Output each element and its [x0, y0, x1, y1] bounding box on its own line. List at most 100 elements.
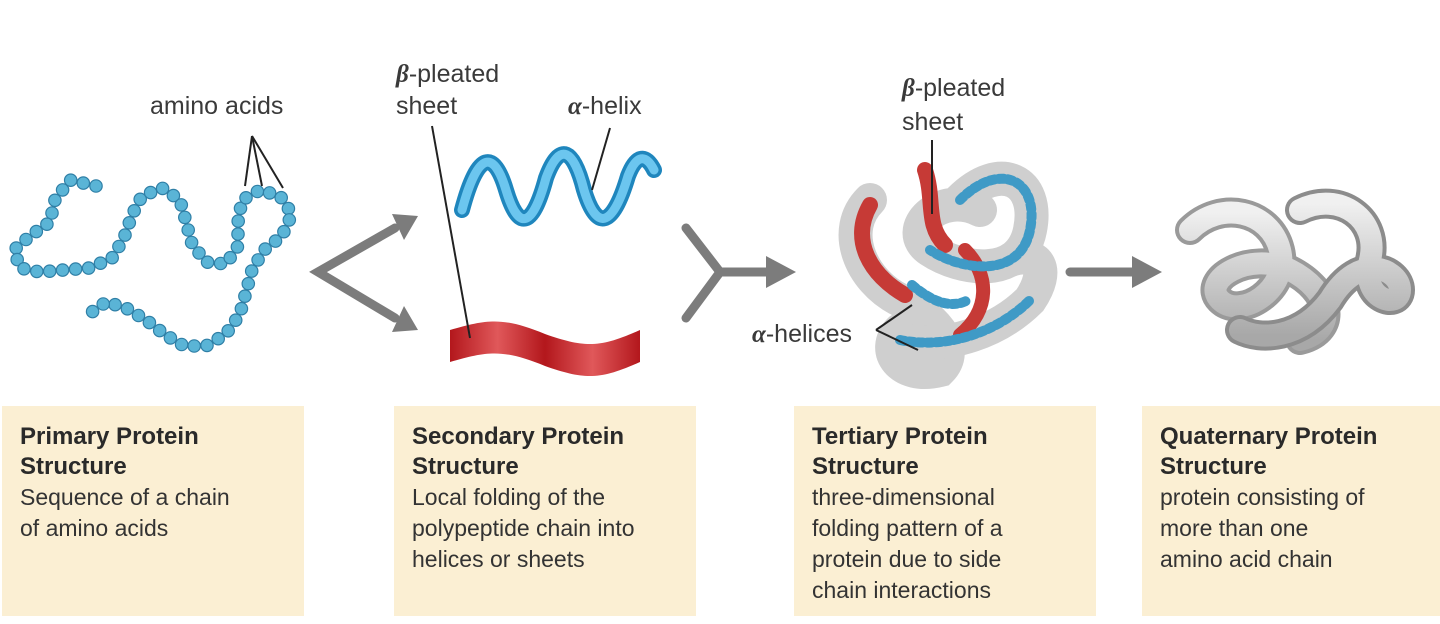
amino-acid-bead [118, 228, 132, 242]
tertiary-structure-card: Tertiary Protein Structure three-dimensi… [794, 406, 1096, 616]
amino-acid-bead [192, 246, 206, 260]
amino-acid-bead [76, 176, 91, 190]
card-desc-line: of amino acids [20, 515, 169, 541]
card-desc-line: Local folding of the [412, 484, 606, 510]
amino-acid-bead [251, 253, 265, 267]
amino-acid-bead [142, 315, 157, 330]
card-desc-line: Sequence of a chain [20, 484, 230, 510]
amino-acid-bead [68, 262, 83, 276]
amino-acid-bead [29, 264, 44, 279]
amino-acid-bead [274, 190, 288, 205]
amino-acids-pointer [244, 135, 284, 189]
card-title-line1: Quaternary Protein [1160, 423, 1378, 450]
amino-acid-bead [239, 191, 253, 205]
merge-arrow-icon [681, 223, 775, 323]
quaternary-structure-card: Quaternary Protein Structure protein con… [1142, 406, 1440, 616]
beta-pleated-label-secondary: β-pleated [395, 60, 499, 88]
amino-acid-bead [155, 181, 170, 196]
amino-acid-bead [244, 264, 259, 278]
amino-acid-bead [42, 264, 57, 278]
amino-acid-bead [105, 250, 119, 265]
amino-acid-bead [277, 224, 291, 239]
amino-acid-bead [234, 301, 249, 316]
beta-pleated-label-tertiary: β-pleated [901, 74, 1005, 102]
amino-acid-bead [200, 255, 215, 269]
amino-acids-label: amino acids [150, 92, 283, 120]
amino-acid-bead [241, 276, 256, 291]
amino-acid-bead [93, 256, 108, 270]
amino-acid-bead [250, 184, 265, 199]
amino-acid-bead [228, 313, 243, 327]
amino-acid-bead [233, 201, 248, 216]
card-desc-line: polypeptide chain into [412, 515, 635, 541]
beta-sheet-ribbon [450, 321, 640, 377]
amino-acid-bead [19, 232, 33, 247]
primary-structure-card: Primary Protein Structure Sequence of a … [2, 406, 304, 616]
tertiary-pointers [875, 140, 933, 351]
amino-acid-bead [174, 198, 189, 212]
amino-acid-bead [122, 216, 137, 230]
amino-acid-bead [211, 331, 225, 346]
secondary-structure-card: Secondary Protein Structure Local foldin… [394, 406, 696, 616]
amino-acid-bead [184, 235, 199, 250]
amino-acid-bead [238, 289, 252, 303]
amino-acid-bead [29, 224, 44, 239]
amino-acid-bead [163, 331, 178, 345]
split-arrow-icon [309, 223, 400, 323]
amino-acid-bead [268, 234, 283, 248]
card-desc-line: amino acid chain [1160, 546, 1333, 572]
amino-acid-bead [112, 239, 126, 254]
amino-acid-bead [127, 204, 141, 218]
amino-acid-bead [55, 183, 70, 197]
amino-acid-bead [9, 241, 24, 255]
right-arrow-icon [1065, 256, 1162, 288]
card-desc-line: protein consisting of [1160, 484, 1365, 510]
amino-acid-bead [200, 338, 214, 353]
amino-acid-bead [10, 252, 25, 267]
amino-acid-bead [63, 173, 78, 187]
sheet-label-secondary: sheet [396, 92, 457, 120]
amino-acid-bead [187, 339, 201, 353]
tertiary-structure [838, 161, 1058, 389]
alpha-helix-ribbon [454, 146, 662, 227]
amino-acid-bead [96, 297, 110, 311]
card-desc-line: chain interactions [812, 577, 991, 603]
card-title-line1: Tertiary Protein [812, 423, 988, 450]
alpha-helices-label: α-helices [752, 320, 852, 348]
card-title-line1: Secondary Protein [412, 423, 625, 450]
card-title-line1: Primary Protein [20, 423, 199, 450]
card-desc-line: protein due to side [812, 546, 1002, 572]
amino-acid-bead [40, 217, 54, 231]
amino-acid-bead [81, 261, 96, 275]
card-title-line2: Structure [1160, 453, 1267, 480]
amino-acid-chain [9, 173, 297, 353]
amino-acid-bead [231, 227, 245, 241]
amino-acid-bead [181, 223, 195, 237]
amino-acid-bead [223, 250, 237, 265]
amino-acid-bead [143, 185, 158, 200]
amino-acid-bead [108, 297, 122, 312]
amino-acid-bead [48, 193, 62, 208]
sheet-label-tertiary: sheet [902, 108, 963, 136]
amino-acid-bead [55, 263, 70, 277]
amino-acid-bead [120, 301, 135, 316]
amino-acid-bead [262, 186, 277, 200]
amino-acid-bead [45, 206, 59, 220]
amino-acid-bead [152, 323, 167, 338]
amino-acid-bead [231, 214, 245, 228]
amino-acid-bead [281, 201, 296, 216]
card-desc-line: three-dimensional [812, 484, 995, 510]
merge-arrowhead-icon [766, 256, 796, 288]
amino-acid-bead [166, 188, 181, 203]
amino-acid-bead [174, 337, 189, 352]
amino-acid-bead [17, 261, 31, 276]
card-desc-line: more than one [1160, 515, 1309, 541]
quaternary-structure [1175, 188, 1416, 355]
amino-acid-bead [230, 240, 245, 254]
amino-acid-bead [131, 308, 146, 323]
amino-acid-bead [89, 179, 103, 193]
amino-acid-bead [221, 323, 235, 338]
arrowhead-up-icon [392, 214, 418, 240]
secondary-pointers [431, 125, 611, 339]
